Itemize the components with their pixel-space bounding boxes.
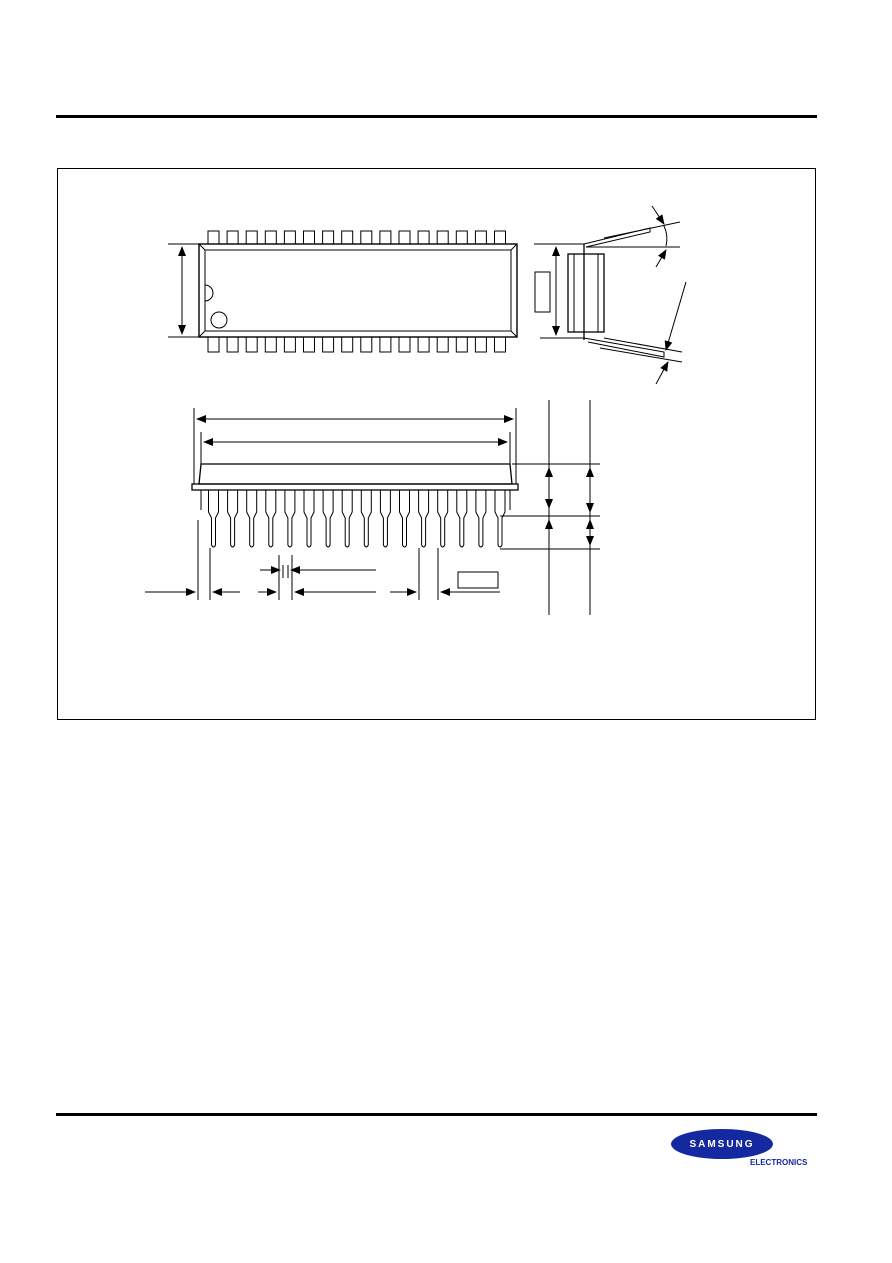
bottom-pin <box>341 336 354 353</box>
end-view-label-box <box>534 271 551 313</box>
side-lead <box>341 490 353 548</box>
top-body-inner <box>204 249 512 332</box>
top-pins-upper <box>207 230 506 245</box>
bottom-pin <box>322 336 335 353</box>
top-pin <box>226 230 239 245</box>
end-view-lower-lead <box>583 337 665 358</box>
bottom-pin <box>436 336 449 353</box>
side-body <box>198 463 513 485</box>
bottom-pin <box>303 336 315 353</box>
lead-thickness-arrow-upper <box>664 281 687 351</box>
top-body-outer <box>198 243 518 338</box>
side-seating-plane <box>191 483 519 491</box>
side-lead <box>475 490 487 548</box>
top-pin <box>436 230 449 245</box>
bottom-pin <box>226 336 239 353</box>
bottom-pin <box>283 336 296 353</box>
top-pin <box>417 230 430 245</box>
pin1-notch <box>204 284 214 302</box>
end-view-upper-lead <box>583 227 651 248</box>
top-pin <box>264 230 277 245</box>
samsung-wordmark: SAMSUNG <box>689 1138 755 1150</box>
side-lead <box>284 490 296 548</box>
pin1-dot <box>210 311 228 329</box>
top-view <box>168 230 518 353</box>
side-leads <box>208 490 506 548</box>
side-lead <box>437 490 449 548</box>
top-pin <box>455 230 468 245</box>
side-view <box>145 400 600 615</box>
lead-angle-arc <box>663 225 668 247</box>
side-lead <box>418 490 430 548</box>
top-pin <box>207 230 220 245</box>
end-view-body <box>567 253 605 333</box>
side-lead <box>208 490 219 548</box>
side-lead <box>265 490 277 548</box>
top-pin <box>379 230 392 245</box>
top-pin <box>283 230 296 245</box>
top-pin <box>245 230 258 245</box>
side-lead <box>379 490 391 548</box>
bottom-pin <box>379 336 392 353</box>
top-pins-lower <box>207 336 506 353</box>
top-pin <box>341 230 354 245</box>
footer-rule <box>56 1113 817 1116</box>
top-pin <box>303 230 315 245</box>
top-pin <box>360 230 373 245</box>
bottom-pin <box>398 336 411 353</box>
side-lead <box>246 490 258 548</box>
bottom-pin <box>207 336 220 353</box>
bottom-pin <box>360 336 373 353</box>
bottom-pin <box>245 336 258 353</box>
bottom-pin <box>455 336 468 353</box>
seating-plane-label-box <box>457 571 499 589</box>
bottom-pin <box>417 336 430 353</box>
bottom-pin <box>264 336 277 353</box>
header-rule <box>56 115 817 118</box>
electronics-tagline: ELECTRONICS <box>750 1158 808 1167</box>
package-drawing-frame <box>57 168 816 720</box>
bottom-pin <box>474 336 487 353</box>
side-lead <box>494 490 506 548</box>
end-view <box>534 205 687 385</box>
side-lead <box>360 490 372 548</box>
samsung-logo: SAMSUNG ELECTRONICS <box>670 1124 820 1174</box>
side-lead <box>399 490 410 548</box>
side-lead <box>303 490 315 548</box>
top-pin <box>398 230 411 245</box>
top-pin <box>322 230 335 245</box>
bottom-pin <box>494 336 506 353</box>
top-pin <box>494 230 506 245</box>
side-lead <box>322 490 334 548</box>
lead-thickness-arrow-lower <box>655 361 669 385</box>
top-pin <box>474 230 487 245</box>
side-lead <box>227 490 239 548</box>
side-lead <box>456 490 468 548</box>
samsung-logo-ellipse <box>671 1129 773 1159</box>
